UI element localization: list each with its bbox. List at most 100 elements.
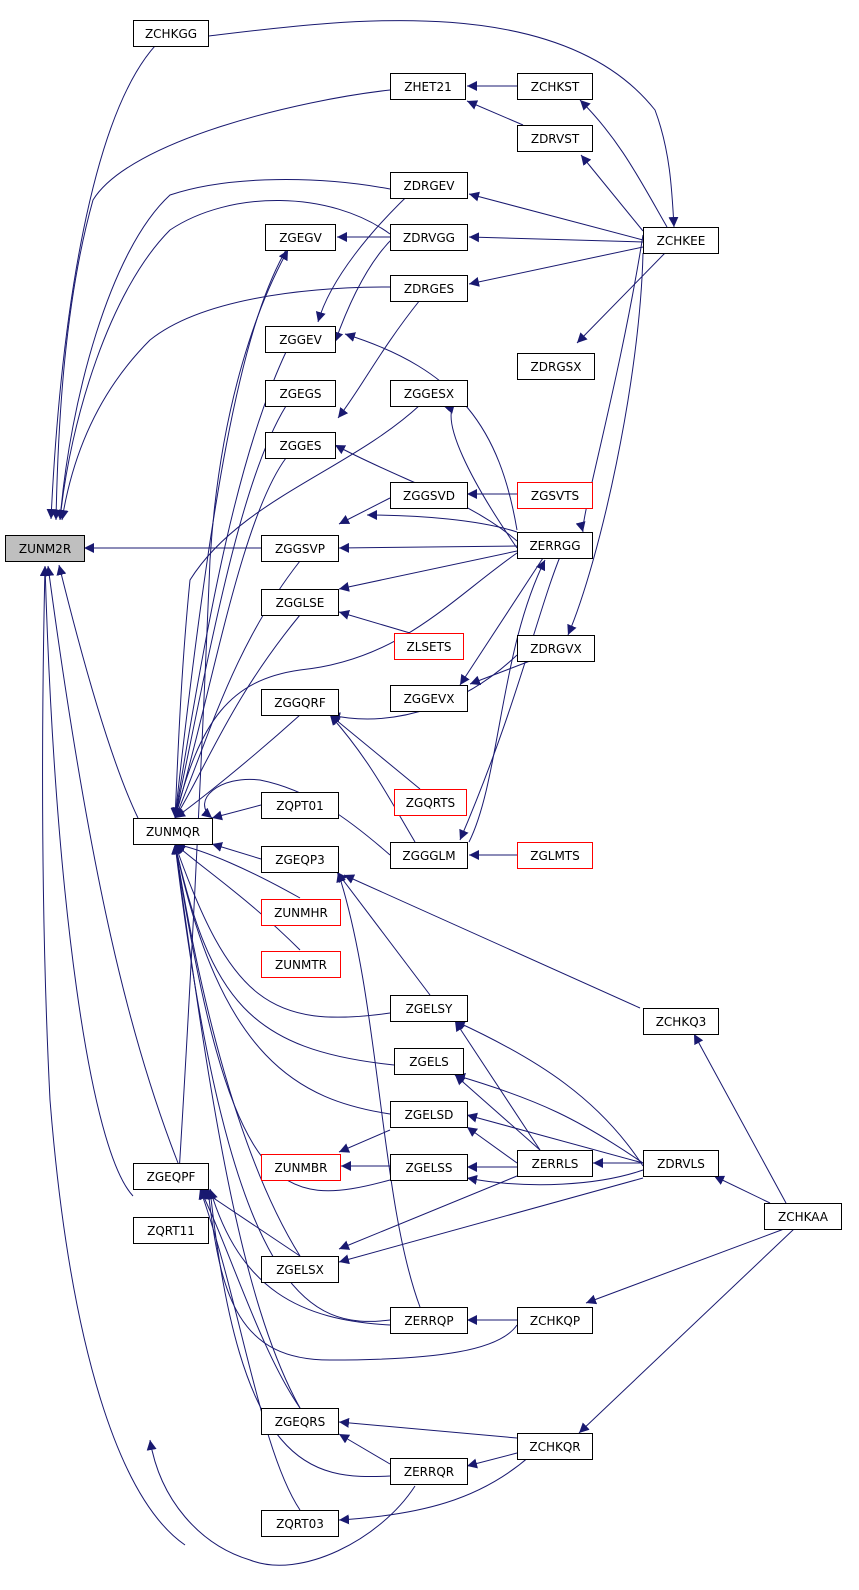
node-label: ZCHKAA bbox=[778, 1210, 829, 1224]
node-box bbox=[133, 20, 209, 47]
node-zgges[interactable]: ZGGES bbox=[265, 432, 336, 459]
call-edge bbox=[204, 1188, 518, 1361]
node-box bbox=[390, 1458, 468, 1485]
call-edge bbox=[174, 843, 301, 951]
nodes-layer: ZUNM2R ZCHKGG ZHET21 ZCHKST ZDRVST ZDRGEV ZGEG… bbox=[5, 20, 842, 1537]
node-zggglm[interactable]: ZGGGLM bbox=[390, 842, 468, 869]
node-zchkq3[interactable]: ZCHKQ3 bbox=[643, 1008, 719, 1035]
call-edge bbox=[58, 286, 391, 521]
node-zunm2r[interactable]: ZUNM2R bbox=[5, 535, 85, 562]
node-zdrges[interactable]: ZDRGES bbox=[390, 275, 468, 302]
edges-layer bbox=[39, 20, 795, 1566]
node-zchkgg[interactable]: ZCHKGG bbox=[133, 20, 209, 47]
node-zqrt03[interactable]: ZQRT03 bbox=[261, 1510, 339, 1537]
call-edge bbox=[469, 660, 531, 686]
node-zdrvst[interactable]: ZDRVST bbox=[517, 125, 593, 152]
node-zgegv[interactable]: ZGEGV bbox=[265, 224, 336, 251]
call-edge bbox=[46, 34, 167, 520]
node-zqpt01[interactable]: ZQPT01 bbox=[261, 792, 339, 819]
call-edge bbox=[55, 179, 391, 521]
node-label: ZUNM2R bbox=[19, 542, 71, 556]
node-label: ZGQRTS bbox=[406, 796, 455, 810]
node-zggsvp[interactable]: ZGGSVP bbox=[261, 535, 339, 562]
node-box bbox=[261, 1408, 339, 1435]
node-zgelsx[interactable]: ZGELSX bbox=[261, 1256, 339, 1283]
node-label: ZGEGS bbox=[279, 387, 321, 401]
node-zgsvts[interactable]: ZGSVTS bbox=[517, 482, 593, 509]
node-label: ZGEQPF bbox=[147, 1170, 196, 1184]
node-zgegs[interactable]: ZGEGS bbox=[265, 380, 336, 407]
node-zgels[interactable]: ZGELS bbox=[394, 1048, 464, 1075]
node-label: ZGGEVX bbox=[404, 692, 455, 706]
call-edge bbox=[459, 557, 544, 686]
node-label: ZDRGEV bbox=[404, 179, 456, 193]
node-box bbox=[133, 1217, 209, 1244]
node-label: ZERRQR bbox=[404, 1465, 454, 1479]
node-box bbox=[517, 125, 593, 152]
node-box bbox=[261, 589, 339, 616]
node-box bbox=[390, 842, 468, 869]
node-zhet21[interactable]: ZHET21 bbox=[390, 73, 466, 100]
node-zgeqp3[interactable]: ZGEQP3 bbox=[261, 846, 339, 873]
node-zerrgg[interactable]: ZERRGG bbox=[517, 532, 593, 559]
node-zqrt11[interactable]: ZQRT11 bbox=[133, 1217, 209, 1244]
call-edge bbox=[172, 843, 395, 1066]
call-edge bbox=[344, 332, 518, 531]
node-zggevx[interactable]: ZGGEVX bbox=[390, 685, 468, 712]
node-box bbox=[265, 326, 336, 353]
node-zdrgvx[interactable]: ZDRGVX bbox=[517, 635, 595, 662]
node-zggsvd[interactable]: ZGGSVD bbox=[390, 482, 468, 509]
node-zunmtr[interactable]: ZUNMTR bbox=[261, 951, 341, 978]
node-zglmts[interactable]: ZGLMTS bbox=[517, 842, 593, 869]
node-zgeqpf[interactable]: ZGEQPF bbox=[133, 1163, 209, 1190]
call-edge bbox=[211, 804, 262, 821]
call-edge bbox=[338, 497, 391, 525]
node-label: ZGELSD bbox=[405, 1108, 454, 1122]
node-zchkqp[interactable]: ZCHKQP bbox=[517, 1307, 593, 1334]
node-label: ZGGES bbox=[279, 439, 321, 453]
node-label: ZGELSX bbox=[276, 1263, 324, 1277]
node-zchkee[interactable]: ZCHKEE bbox=[643, 227, 719, 254]
node-label: ZUNMHR bbox=[274, 906, 328, 920]
node-zunmhr[interactable]: ZUNMHR bbox=[261, 899, 341, 926]
call-edge bbox=[172, 552, 518, 819]
node-zchkaa[interactable]: ZCHKAA bbox=[764, 1203, 842, 1230]
node-zerrqr[interactable]: ZERRQR bbox=[390, 1458, 468, 1485]
call-edge bbox=[468, 191, 644, 241]
call-edge bbox=[211, 842, 262, 860]
node-label: ZGGEV bbox=[279, 333, 322, 347]
node-zchkst[interactable]: ZCHKST bbox=[517, 73, 593, 100]
node-zerrls[interactable]: ZERRLS bbox=[517, 1150, 593, 1177]
node-zchkqr[interactable]: ZCHKQR bbox=[517, 1433, 593, 1460]
node-zggesx[interactable]: ZGGESX bbox=[390, 380, 468, 407]
node-zggev[interactable]: ZGGEV bbox=[265, 326, 336, 353]
node-zgqrts[interactable]: ZGQRTS bbox=[394, 789, 467, 816]
node-label: ZLSETS bbox=[406, 640, 451, 654]
call-edge bbox=[56, 200, 391, 521]
node-label: ZDRVGG bbox=[403, 231, 455, 245]
node-label: ZDRVST bbox=[531, 132, 580, 146]
node-zgeqrs[interactable]: ZGEQRS bbox=[261, 1408, 339, 1435]
node-zgglse[interactable]: ZGGLSE bbox=[261, 589, 339, 616]
call-edge bbox=[171, 843, 391, 1192]
node-zunmbr[interactable]: ZUNMBR bbox=[261, 1154, 341, 1181]
node-zerrqp[interactable]: ZERRQP bbox=[390, 1307, 468, 1334]
node-zdrgev[interactable]: ZDRGEV bbox=[390, 172, 468, 199]
node-zdrgsx[interactable]: ZDRGSX bbox=[517, 353, 595, 380]
call-edge bbox=[468, 232, 644, 243]
node-box bbox=[265, 380, 336, 407]
node-box bbox=[394, 789, 467, 816]
node-zdrvls[interactable]: ZDRVLS bbox=[643, 1150, 719, 1177]
node-box bbox=[390, 275, 468, 302]
node-box bbox=[517, 482, 593, 509]
node-zgelss[interactable]: ZGELSS bbox=[390, 1154, 468, 1181]
node-zggqrf[interactable]: ZGGQRF bbox=[261, 689, 339, 716]
call-edge bbox=[198, 1188, 301, 1511]
node-zdrvgg[interactable]: ZDRVGG bbox=[390, 224, 468, 251]
node-zlsets[interactable]: ZLSETS bbox=[394, 633, 464, 660]
node-zgelsy[interactable]: ZGELSY bbox=[390, 995, 468, 1022]
node-zunmqr[interactable]: ZUNMQR bbox=[133, 818, 213, 845]
node-label: ZDRGES bbox=[404, 282, 454, 296]
node-label: ZGELSY bbox=[406, 1002, 453, 1016]
node-zgelsd[interactable]: ZGELSD bbox=[390, 1101, 468, 1128]
